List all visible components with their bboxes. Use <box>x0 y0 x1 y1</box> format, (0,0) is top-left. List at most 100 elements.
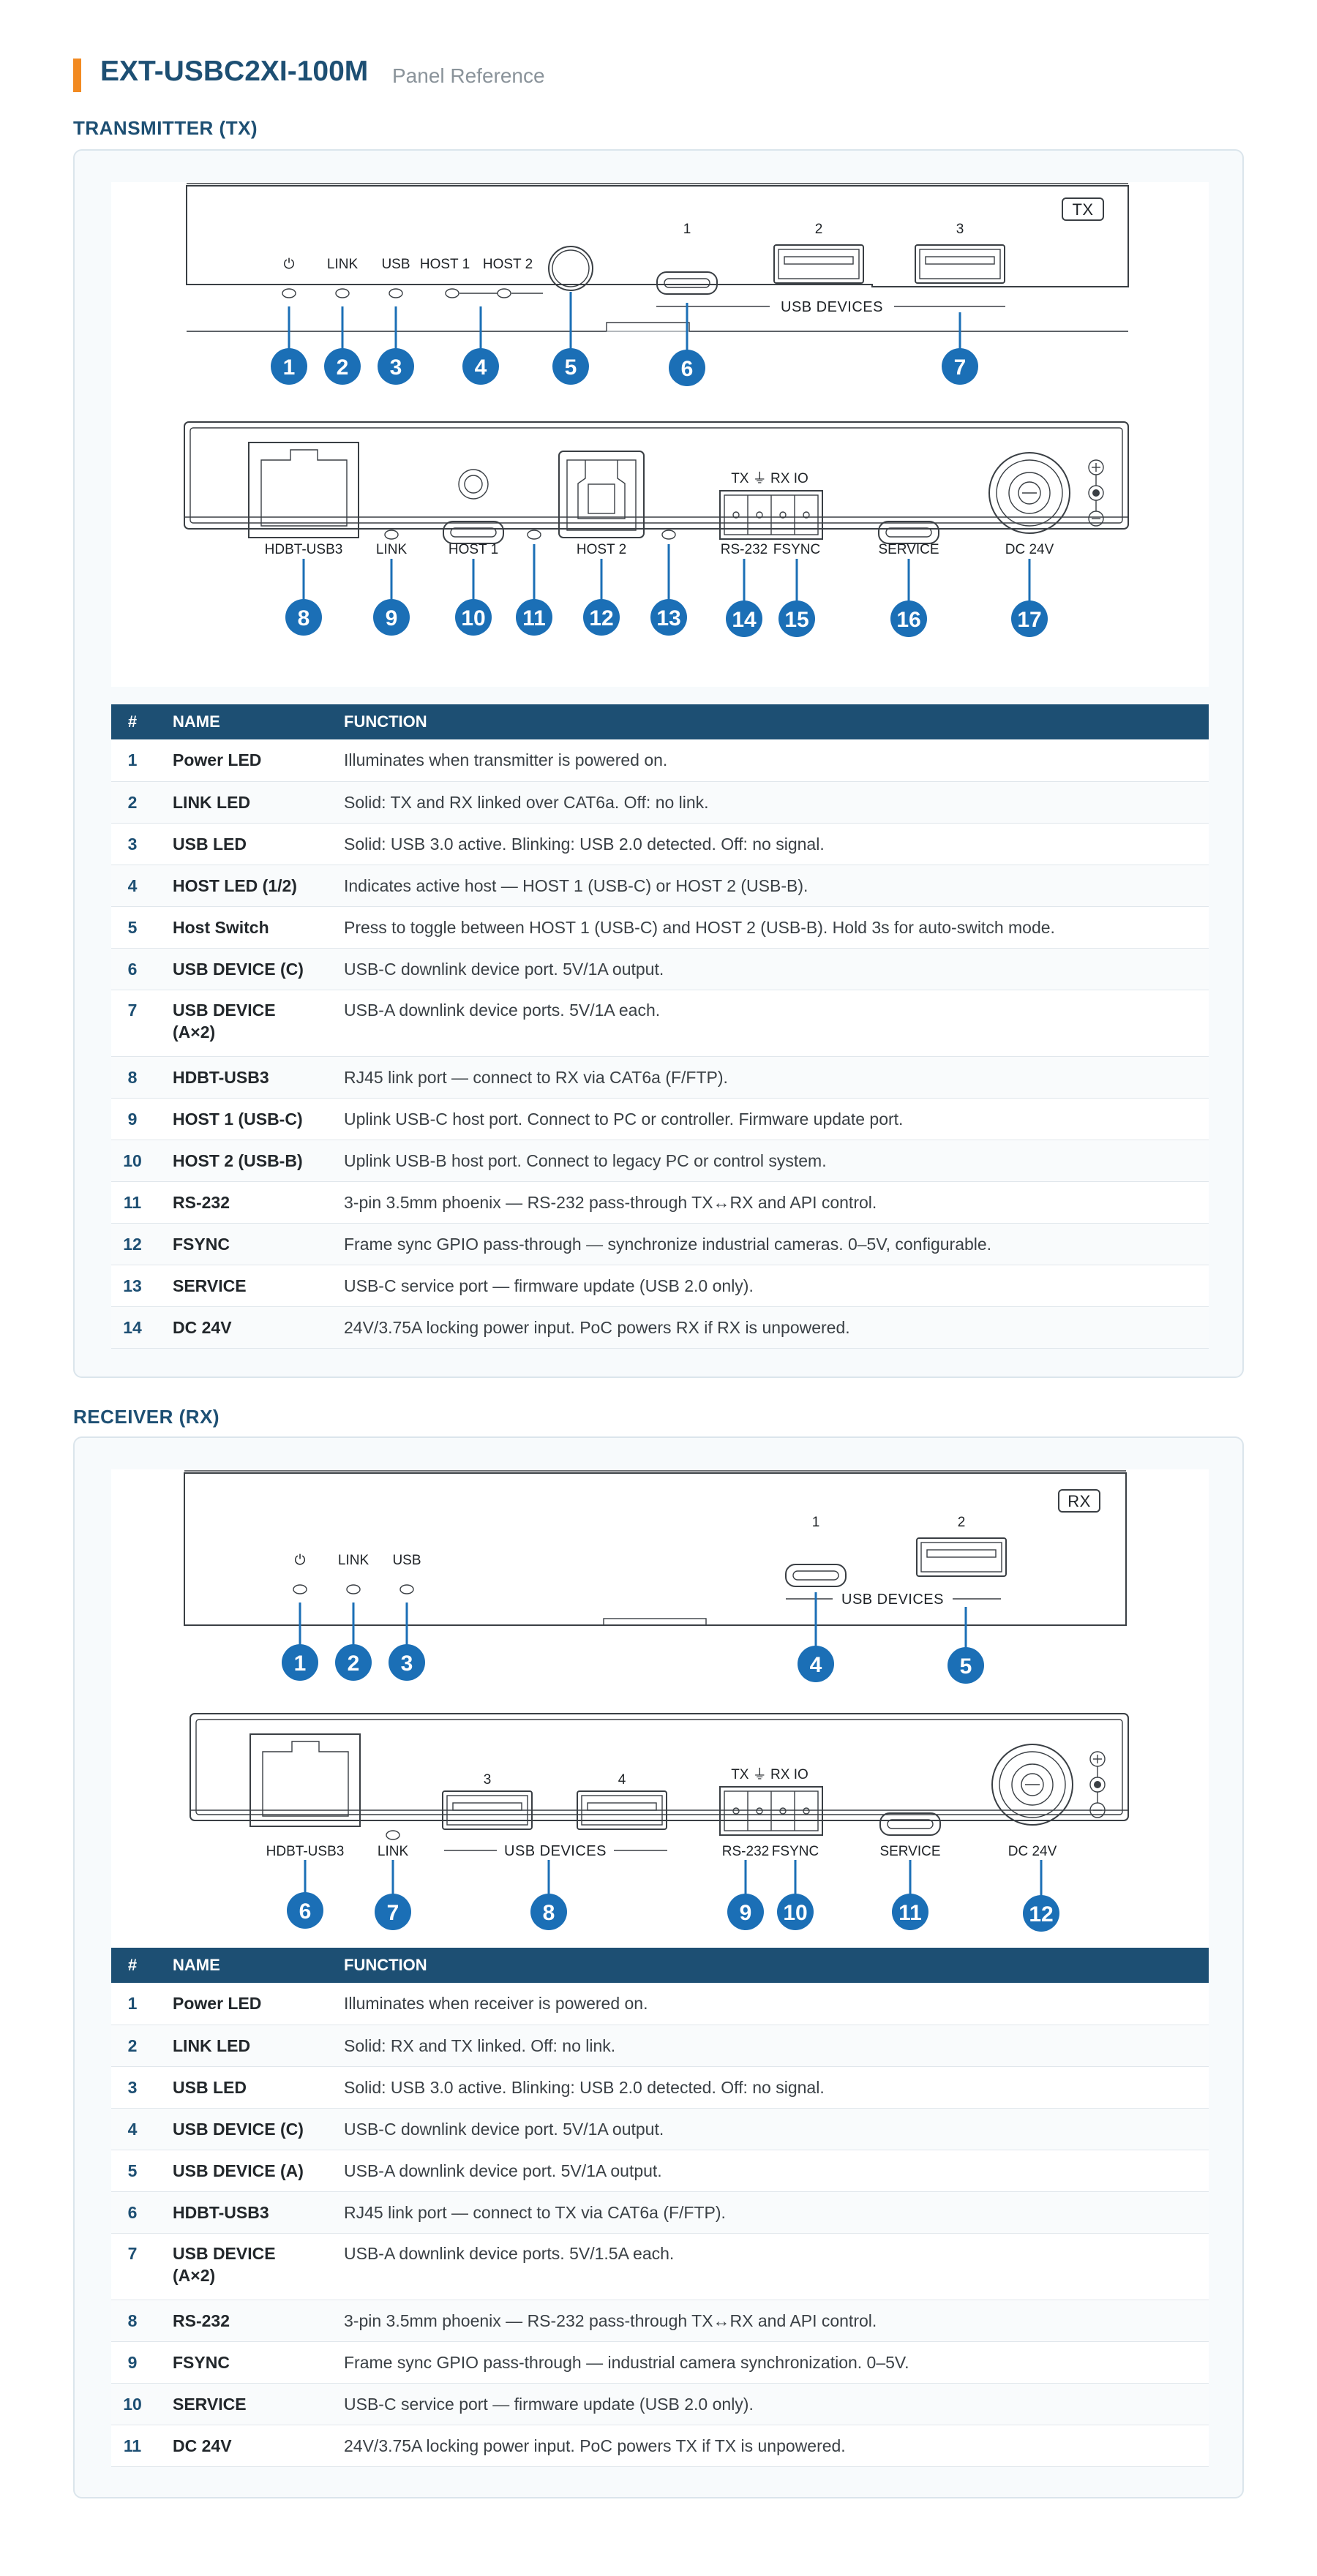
rx-port2-label: 2 <box>958 1515 966 1530</box>
row-name: USB LED <box>154 2066 329 2109</box>
rx-front-panel: RX ⏻ LINK USB 1 2 USB DEVICES <box>184 1470 1127 1626</box>
rx-section-title: RECEIVER (RX) <box>73 1406 220 1428</box>
tx-port2-label: 2 <box>815 222 823 237</box>
row-function: 24V/3.75A locking power input. PoC power… <box>329 1306 1209 1349</box>
rx-usba-port-3-icon <box>442 1790 533 1830</box>
row-num: 10 <box>111 2383 154 2425</box>
row-num: 2 <box>111 2025 154 2067</box>
rx-front-callouts: 1 2 3 4 5 <box>282 1592 984 1684</box>
row-name: USB LED <box>154 823 329 865</box>
tx-callout-6: 6 <box>669 350 705 386</box>
tx-callout-7: 7 <box>942 348 978 385</box>
row-num: 9 <box>111 2341 154 2384</box>
tx-badge-box <box>1062 197 1104 221</box>
rx-rear-hdbt-label: HDBT-USB3 <box>266 1844 345 1859</box>
rx-panel-diagram: RX ⏻ LINK USB 1 2 USB DEVICES <box>111 1469 1209 1949</box>
row-function: Uplink USB-B host port. Connect to legac… <box>329 1140 1209 1182</box>
rx-callout-9: 9 <box>727 1894 764 1930</box>
row-num: 6 <box>111 2191 154 2234</box>
rx-usbc-port-icon <box>785 1564 847 1587</box>
tx-rear-service-label: SERVICE <box>878 542 939 557</box>
tx-rear-panel: HDBT-USB3 LINK HOST 1 HOST 2 <box>184 421 1129 557</box>
rx-callout-6: 6 <box>287 1892 323 1929</box>
tx-rear-host2-label: HOST 2 <box>577 542 626 557</box>
tx-card: TX ⏻ LINK USB HOST 1 HOST 2 <box>73 149 1244 1378</box>
svg-text:2: 2 <box>337 355 349 380</box>
rx-rear-link-label: LINK <box>378 1844 409 1859</box>
rx-rear-usb-devices-label: USB DEVICES <box>504 1843 607 1859</box>
row-function: USB-C downlink device port. 5V/1A output… <box>329 948 1209 990</box>
svg-text:13: 13 <box>656 606 680 630</box>
tx-callout-10: 10 <box>455 599 492 636</box>
tx-rear-link-label: LINK <box>376 542 408 557</box>
row-num: 9 <box>111 1098 154 1140</box>
rx-callout-12: 12 <box>1023 1895 1059 1932</box>
svg-text:7: 7 <box>954 355 967 380</box>
rx-phoenix-connector-icon <box>719 1786 823 1836</box>
tx-section-title: TRANSMITTER (TX) <box>73 117 258 139</box>
row-name: HOST 2 (USB-B) <box>154 1140 329 1182</box>
rx-callout-8: 8 <box>530 1894 567 1930</box>
svg-text:10: 10 <box>461 606 485 630</box>
tx-callout-13: 13 <box>650 599 687 636</box>
row-num: 12 <box>111 1223 154 1265</box>
table-header-row: # NAME FUNCTION <box>111 704 1209 739</box>
row-name: FSYNC <box>154 2341 329 2384</box>
rx-usba-port-4-icon <box>577 1790 667 1830</box>
row-name: USB DEVICE (A×2) <box>154 990 329 1057</box>
svg-text:4: 4 <box>810 1653 822 1677</box>
column-header-num: # <box>111 1948 154 1983</box>
svg-text:14: 14 <box>732 608 757 632</box>
column-header-num: # <box>111 704 154 739</box>
rx-rear-service-label: SERVICE <box>879 1844 940 1859</box>
row-function: Press to toggle between HOST 1 (USB-C) a… <box>329 906 1209 949</box>
row-name: HDBT-USB3 <box>154 2191 329 2234</box>
tx-rear-led-icon <box>527 530 541 540</box>
svg-text:12: 12 <box>1029 1902 1053 1927</box>
svg-text:1: 1 <box>294 1652 307 1676</box>
svg-text:9: 9 <box>740 1901 752 1925</box>
row-num: 8 <box>111 1056 154 1099</box>
rx-callout-10: 10 <box>777 1894 814 1930</box>
row-num: 11 <box>111 2425 154 2467</box>
row-function: Solid: USB 3.0 active. Blinking: USB 2.0… <box>329 2066 1209 2109</box>
svg-text:2: 2 <box>348 1652 360 1676</box>
row-num: 1 <box>111 739 154 782</box>
svg-text:12: 12 <box>589 606 613 630</box>
rx-callout-1: 1 <box>282 1644 318 1681</box>
tx-rear-rs232-label: RS-232 <box>721 542 768 557</box>
svg-text:9: 9 <box>386 606 398 630</box>
tx-callout-17: 17 <box>1011 600 1048 637</box>
rx-dc-jack-icon <box>991 1744 1073 1826</box>
tx-usb-label: USB <box>381 257 410 272</box>
tx-callout-4: 4 <box>462 348 499 385</box>
tx-front-panel: TX ⏻ LINK USB HOST 1 HOST 2 <box>186 183 1129 332</box>
row-name: HOST 1 (USB-C) <box>154 1098 329 1140</box>
table-header-row: # NAME FUNCTION <box>111 1948 1209 1983</box>
svg-text:11: 11 <box>898 1901 922 1925</box>
tx-callout-12: 12 <box>583 599 620 636</box>
rx-port4-label: 4 <box>618 1772 626 1788</box>
row-function: Indicates active host — HOST 1 (USB-C) o… <box>329 865 1209 907</box>
row-num: 3 <box>111 823 154 865</box>
row-function: Frame sync GPIO pass-through — synchroni… <box>329 1223 1209 1265</box>
column-header-function: FUNCTION <box>329 704 1209 739</box>
rx-usb-devices-label: USB DEVICES <box>841 1592 944 1608</box>
row-name: Power LED <box>154 1983 329 2025</box>
rx-phoenix-pin-label: TX ⏚ RX IO <box>731 1767 808 1782</box>
rx-badge: RX <box>1068 1492 1091 1510</box>
tx-callout-14: 14 <box>726 600 762 637</box>
rx-usba-port-icon <box>916 1537 1007 1577</box>
